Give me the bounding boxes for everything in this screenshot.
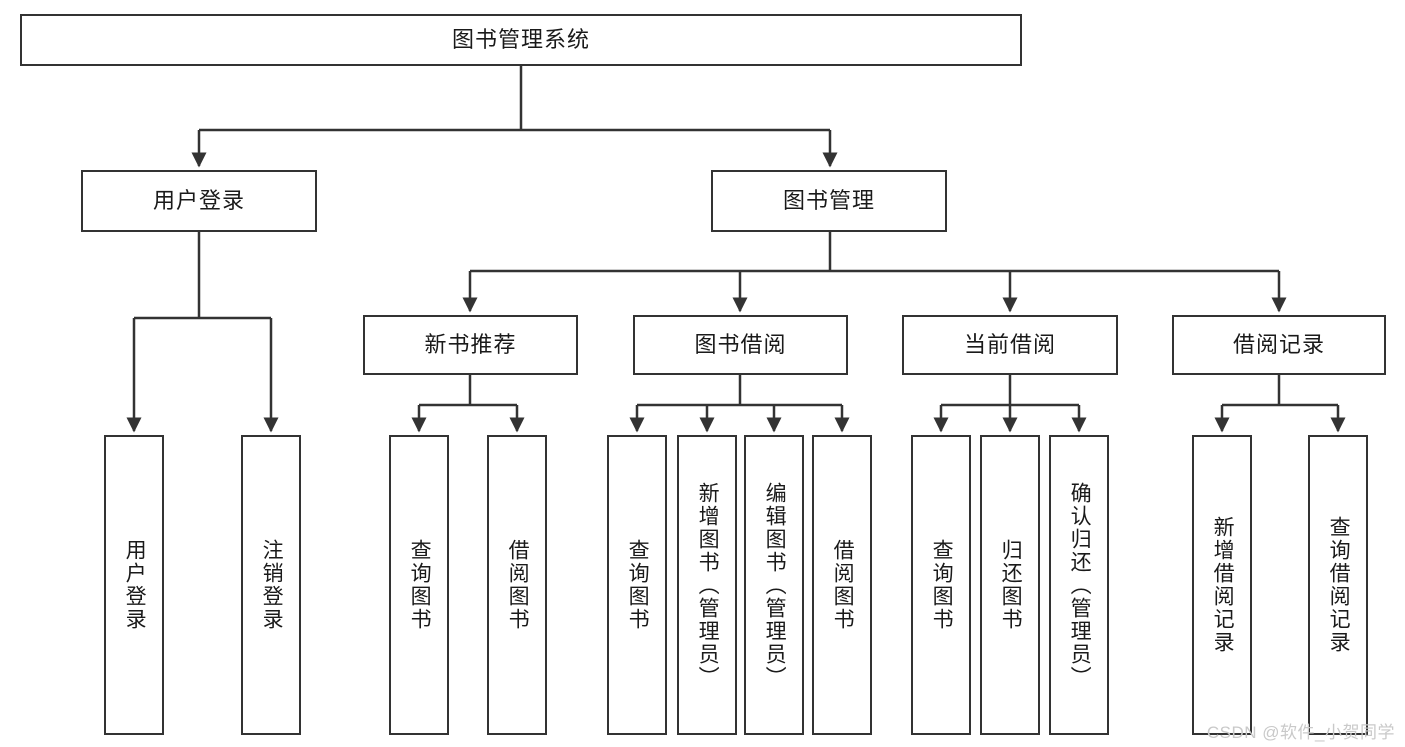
node-leaf-confirm-return-admin-label: 确认归还（管理员） (1068, 481, 1092, 689)
node-leaf-query-borrow-record-label: 查询借阅记录 (1327, 516, 1351, 654)
node-leaf-confirm-return-admin[interactable]: 确认归还（管理员） (1049, 435, 1109, 735)
node-leaf-edit-book-admin[interactable]: 编辑图书（管理员） (744, 435, 804, 735)
node-current-borrow-label: 当前借阅 (963, 331, 1056, 357)
node-root-label: 图书管理系统 (451, 26, 590, 52)
node-leaf-borrow-book-1[interactable]: 借阅图书 (487, 435, 547, 735)
node-new-book-recommend[interactable]: 新书推荐 (363, 315, 578, 375)
node-book-management[interactable]: 图书管理 (711, 170, 947, 232)
node-leaf-logout[interactable]: 注销登录 (241, 435, 301, 735)
node-leaf-login-label: 用户登录 (123, 539, 147, 631)
node-user-login[interactable]: 用户登录 (81, 170, 317, 232)
node-user-login-label: 用户登录 (152, 187, 245, 213)
node-book-borrow[interactable]: 图书借阅 (633, 315, 848, 375)
csdn-watermark: CSDN @软件_小贺同学 (1206, 723, 1395, 742)
node-leaf-borrow-book-2[interactable]: 借阅图书 (812, 435, 872, 735)
node-leaf-query-book-1-label: 查询图书 (408, 539, 432, 631)
node-book-borrow-label: 图书借阅 (694, 331, 787, 357)
node-book-management-label: 图书管理 (782, 187, 875, 213)
node-leaf-login[interactable]: 用户登录 (104, 435, 164, 735)
node-root[interactable]: 图书管理系统 (20, 14, 1022, 66)
node-leaf-borrow-book-2-label: 借阅图书 (831, 539, 855, 631)
node-borrow-record-label: 借阅记录 (1232, 331, 1325, 357)
node-borrow-record[interactable]: 借阅记录 (1172, 315, 1386, 375)
node-leaf-return-book-label: 归还图书 (999, 539, 1023, 631)
node-leaf-query-book-2-label: 查询图书 (626, 539, 650, 631)
node-leaf-add-book-admin-label: 新增图书（管理员） (696, 481, 720, 689)
node-leaf-return-book[interactable]: 归还图书 (980, 435, 1040, 735)
node-leaf-borrow-book-1-label: 借阅图书 (506, 539, 530, 631)
node-leaf-query-borrow-record[interactable]: 查询借阅记录 (1308, 435, 1368, 735)
node-leaf-logout-label: 注销登录 (260, 539, 284, 631)
node-leaf-query-book-2[interactable]: 查询图书 (607, 435, 667, 735)
node-current-borrow[interactable]: 当前借阅 (902, 315, 1118, 375)
node-leaf-add-borrow-record-label: 新增借阅记录 (1211, 516, 1235, 654)
node-leaf-add-book-admin[interactable]: 新增图书（管理员） (677, 435, 737, 735)
node-leaf-query-book-3-label: 查询图书 (930, 539, 954, 631)
node-new-book-recommend-label: 新书推荐 (424, 331, 517, 357)
node-leaf-add-borrow-record[interactable]: 新增借阅记录 (1192, 435, 1252, 735)
node-leaf-query-book-1[interactable]: 查询图书 (389, 435, 449, 735)
node-leaf-edit-book-admin-label: 编辑图书（管理员） (763, 481, 787, 689)
node-leaf-query-book-3[interactable]: 查询图书 (911, 435, 971, 735)
